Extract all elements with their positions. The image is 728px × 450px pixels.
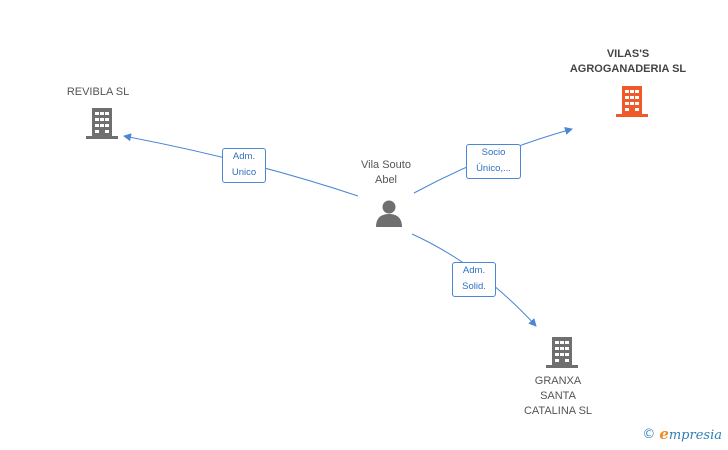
building-icon[interactable] (546, 335, 578, 369)
edge-label-granxa: Adm. Solid. (452, 262, 496, 297)
empresia-logo: © empresia (642, 425, 722, 443)
person-icon[interactable] (374, 198, 404, 228)
brand-initial: e (659, 425, 669, 443)
brand-name: mpresia (668, 428, 722, 443)
building-icon[interactable] (86, 106, 118, 140)
copyright-symbol: © (642, 426, 656, 442)
edge-label-revibla: Adm. Unico (222, 148, 266, 183)
building-icon-highlighted[interactable] (616, 84, 648, 118)
granxa-node-label[interactable]: GRANXA SANTA CATALINA SL (523, 375, 593, 417)
edge-label-vilass: Socio Único,... (466, 144, 521, 179)
revibla-node-label[interactable]: REVIBLA SL (66, 86, 130, 98)
vilass-node-label[interactable]: VILAS'S AGROGANADERIA SL (569, 48, 687, 75)
person-node-label[interactable]: Vila Souto Abel (361, 159, 411, 186)
